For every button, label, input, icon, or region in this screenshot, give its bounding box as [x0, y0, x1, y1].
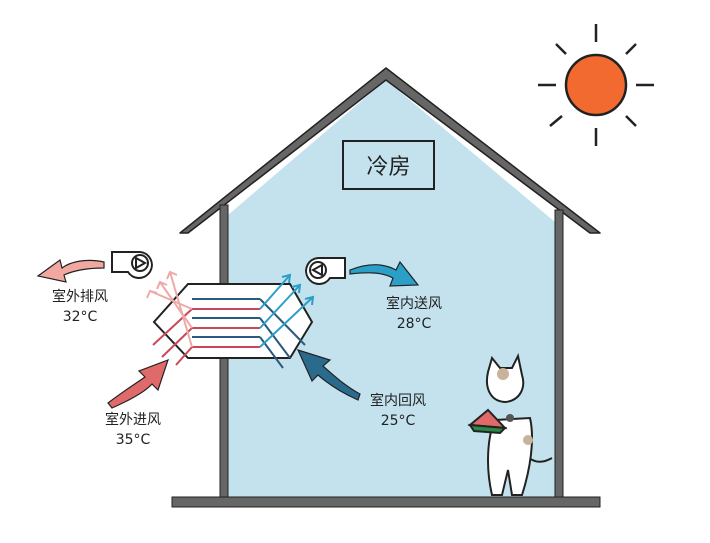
- outdoor-exhaust-temp: 32°C: [62, 309, 98, 325]
- sun-icon: [538, 24, 654, 146]
- indoor-return-name: 室内回风: [370, 393, 426, 409]
- floor: [171, 496, 601, 508]
- outdoor-exhaust-name: 室外排风: [52, 289, 108, 305]
- intake-arrow-icon: [107, 358, 169, 409]
- cat-illustration: [467, 352, 553, 496]
- roof: [179, 67, 601, 234]
- outdoor-intake-label: 室外进风 35°C: [83, 410, 183, 450]
- indoor-supply-temp: 28°C: [396, 316, 432, 332]
- exhaust-arrow-icon: [36, 258, 105, 283]
- supply-fan-icon: [305, 257, 346, 285]
- outdoor-intake-name: 室外进风: [105, 412, 161, 428]
- mode-title: 冷房: [342, 140, 435, 190]
- return-arrow-icon: [296, 349, 361, 401]
- right-wall: [554, 209, 564, 500]
- indoor-supply-name: 室内送风: [386, 296, 442, 312]
- supply-arrow-icon: [349, 260, 420, 287]
- outdoor-exhaust-label: 室外排风 32°C: [30, 287, 130, 327]
- indoor-supply-label: 室内送风 28°C: [364, 294, 464, 334]
- outdoor-intake-temp: 35°C: [115, 432, 151, 448]
- indoor-return-temp: 25°C: [380, 413, 416, 429]
- heat-exchanger: [146, 270, 315, 369]
- exhaust-fan-icon: [111, 251, 153, 279]
- indoor-return-label: 室内回风 25°C: [348, 391, 448, 431]
- room-interior: [228, 80, 555, 498]
